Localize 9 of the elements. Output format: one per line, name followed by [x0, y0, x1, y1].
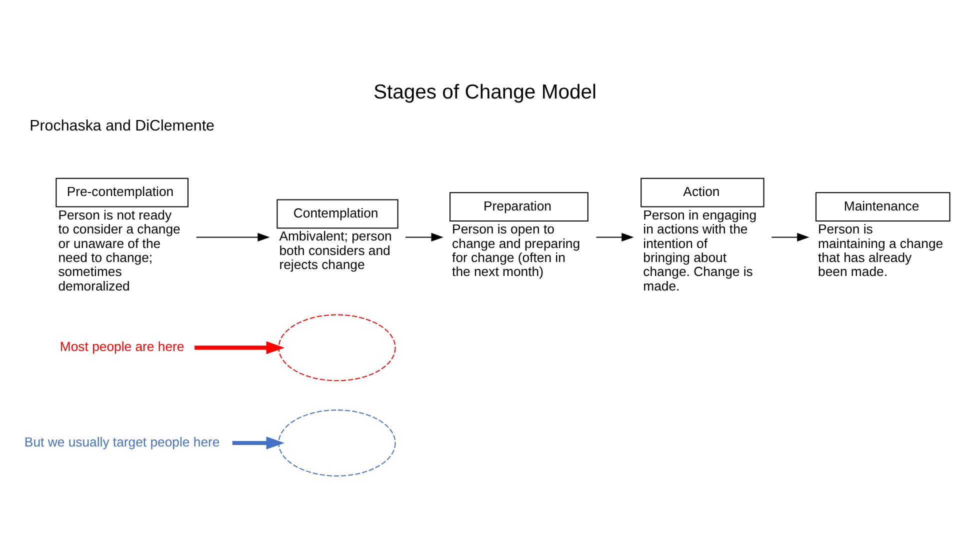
label: Prochaska and DiClemente: [30, 116, 215, 134]
node-label: Person is maintaining a change that has already been made.: [818, 221, 944, 279]
diagram-title: Stages of Change Model: [373, 80, 597, 103]
node-label: Ambivalent; person both considers and rejects change: [279, 228, 392, 272]
node-text: But we usually target people here: [24, 434, 220, 449]
node-label: Person in engaging in actions with the intention of bringing about change. Change is made.: [643, 206, 757, 293]
node-text: Most people are here: [60, 338, 184, 354]
node-label: Person is open to change and preparing for change (often in the next month): [452, 221, 580, 279]
node-label: Person is not ready to consider a change or unaware of the need to change; sometimes demoralized: [58, 206, 180, 293]
